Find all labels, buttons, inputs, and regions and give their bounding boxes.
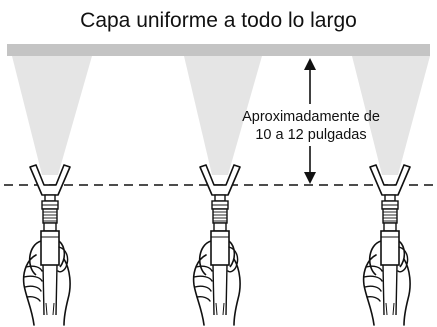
spray-cone-center — [184, 56, 262, 175]
spray-gun-icon-right — [362, 164, 411, 326]
spray-cone-right — [352, 56, 430, 175]
distance-label-line-1: Aproximadamente de — [242, 109, 380, 125]
double-arrow-icon — [304, 58, 316, 184]
sprayed-surface-bar — [7, 44, 430, 56]
distance-label-line-2: 10 a 12 pulgadas — [255, 127, 366, 143]
spray-gun-icon-left — [22, 164, 71, 326]
spray-gun-icon-center — [192, 164, 241, 326]
diagram-title: Capa uniforme a todo lo largo — [80, 9, 357, 32]
spray-cone-left — [12, 56, 92, 175]
